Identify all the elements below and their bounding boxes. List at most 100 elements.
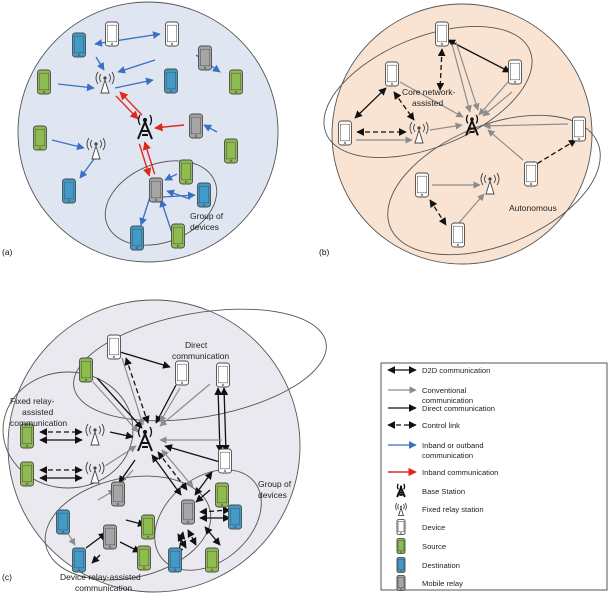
legend-label: D2D communication <box>422 366 490 375</box>
legend-item-mobile-relay: Mobile relay <box>396 575 463 591</box>
legend-box <box>380 362 608 591</box>
legend-label: Source <box>422 542 446 551</box>
d2d-link <box>204 526 221 546</box>
legend-label: Device <box>422 523 445 532</box>
control-link <box>124 357 150 424</box>
conventional-link <box>482 91 513 117</box>
core-network-ellipse <box>323 25 533 159</box>
direct-link <box>194 471 213 496</box>
conventional-link <box>455 41 480 111</box>
device-icon <box>105 21 119 47</box>
d2d-link <box>214 387 224 453</box>
device-icon <box>435 21 449 47</box>
source-device-icon <box>20 461 34 487</box>
direct-link <box>155 384 177 424</box>
mobile-relay-icon <box>189 113 203 139</box>
base-station-icon <box>396 483 406 498</box>
d2d-link <box>354 87 387 119</box>
fixed-relay-station-icon <box>395 502 407 517</box>
legend-label: Fixed relay station <box>422 505 484 514</box>
control-link <box>436 48 446 91</box>
direct-link <box>85 532 107 549</box>
conventional-link <box>451 43 472 113</box>
control-link <box>199 506 231 516</box>
inband-outband-link <box>164 173 178 181</box>
mobile-relay-icon <box>149 177 163 203</box>
autonomous-label: Autonomous <box>509 203 557 213</box>
destination-device-icon <box>197 182 211 208</box>
device-icon <box>451 222 465 248</box>
fixed-relay-station-icon <box>85 423 105 446</box>
group-of-devices-label-a: Group of devices <box>190 211 225 232</box>
destination-device-icon <box>130 225 144 251</box>
panel-c-links <box>39 351 231 564</box>
inband-outband-link <box>117 59 156 74</box>
inband-outband-link <box>203 124 218 133</box>
device-icon <box>338 120 352 146</box>
device-relay-assisted-label: Device relay-assisted communication <box>60 572 143 593</box>
inband-link <box>138 143 152 177</box>
source-device-icon <box>79 357 93 383</box>
inband-outband-link <box>57 83 95 92</box>
source-device-icon <box>179 159 193 185</box>
legend-item-fixed-relay: Fixed relay station <box>395 502 484 517</box>
legend-item-destination: Destination <box>396 557 460 573</box>
legend-label: Destination <box>422 561 460 570</box>
fixed-relay-station-icon <box>480 172 500 195</box>
panel-b-links <box>354 39 577 226</box>
conventional-link <box>104 445 137 467</box>
legend-item-inband: Inband communication <box>388 467 498 477</box>
conventional-link <box>399 81 464 118</box>
device-icon <box>396 519 406 535</box>
inband-outband-link <box>162 191 196 200</box>
fixed-relay-station-icon <box>86 137 106 160</box>
legend-item-direct: Direct communication <box>388 404 495 413</box>
d2d-link <box>447 39 511 73</box>
device-icon <box>385 61 399 87</box>
destination-device-icon <box>396 557 406 573</box>
destination-device-icon <box>72 547 86 573</box>
fixed-relay-assisted-label: Fixed relay- assisted communication <box>10 396 67 428</box>
source-device-icon <box>224 138 238 164</box>
inband-outband-link <box>51 139 85 151</box>
legend-item-base-station: Base Station <box>396 483 465 498</box>
source-device-icon <box>229 69 243 95</box>
mobile-relay-icon <box>181 499 195 525</box>
mobile-relay-icon <box>198 45 212 71</box>
fixed-relay-station-icon <box>409 121 429 144</box>
direct-communication-label: Direct communication <box>172 340 229 361</box>
direct-link <box>91 554 101 564</box>
mobile-relay-icon <box>396 575 406 591</box>
inband-link <box>142 141 156 175</box>
destination-device-icon <box>56 509 70 535</box>
destination-device-icon <box>164 68 178 94</box>
direct-link <box>195 489 211 503</box>
panel-b-nodes <box>338 21 586 248</box>
source-device-icon <box>141 514 155 540</box>
destination-device-icon <box>62 178 76 204</box>
source-device-icon <box>137 545 151 571</box>
mobile-relay-icon <box>111 481 125 507</box>
base-station-icon <box>137 426 153 452</box>
panel-b: Core network- assisted Autonomous (b) <box>319 3 601 265</box>
source-device-icon <box>37 69 51 95</box>
inband-outband-link <box>139 196 151 226</box>
base-station-icon <box>465 114 479 136</box>
legend-label: Control link <box>422 421 460 430</box>
d2d-link <box>220 387 230 453</box>
legend-item-d2d: D2D communication <box>387 366 490 375</box>
mobile-relay-icon <box>103 524 117 550</box>
source-device-icon <box>20 423 34 449</box>
direct-link <box>118 459 136 484</box>
inband-outband-link <box>159 199 173 234</box>
direct-communication-ellipse <box>73 308 327 422</box>
panel-a: Group of devices (a) <box>2 1 279 263</box>
destination-device-icon <box>72 32 86 58</box>
panel-b-label: (b) <box>319 247 330 257</box>
conventional-link <box>159 387 181 423</box>
device-icon <box>508 59 522 85</box>
